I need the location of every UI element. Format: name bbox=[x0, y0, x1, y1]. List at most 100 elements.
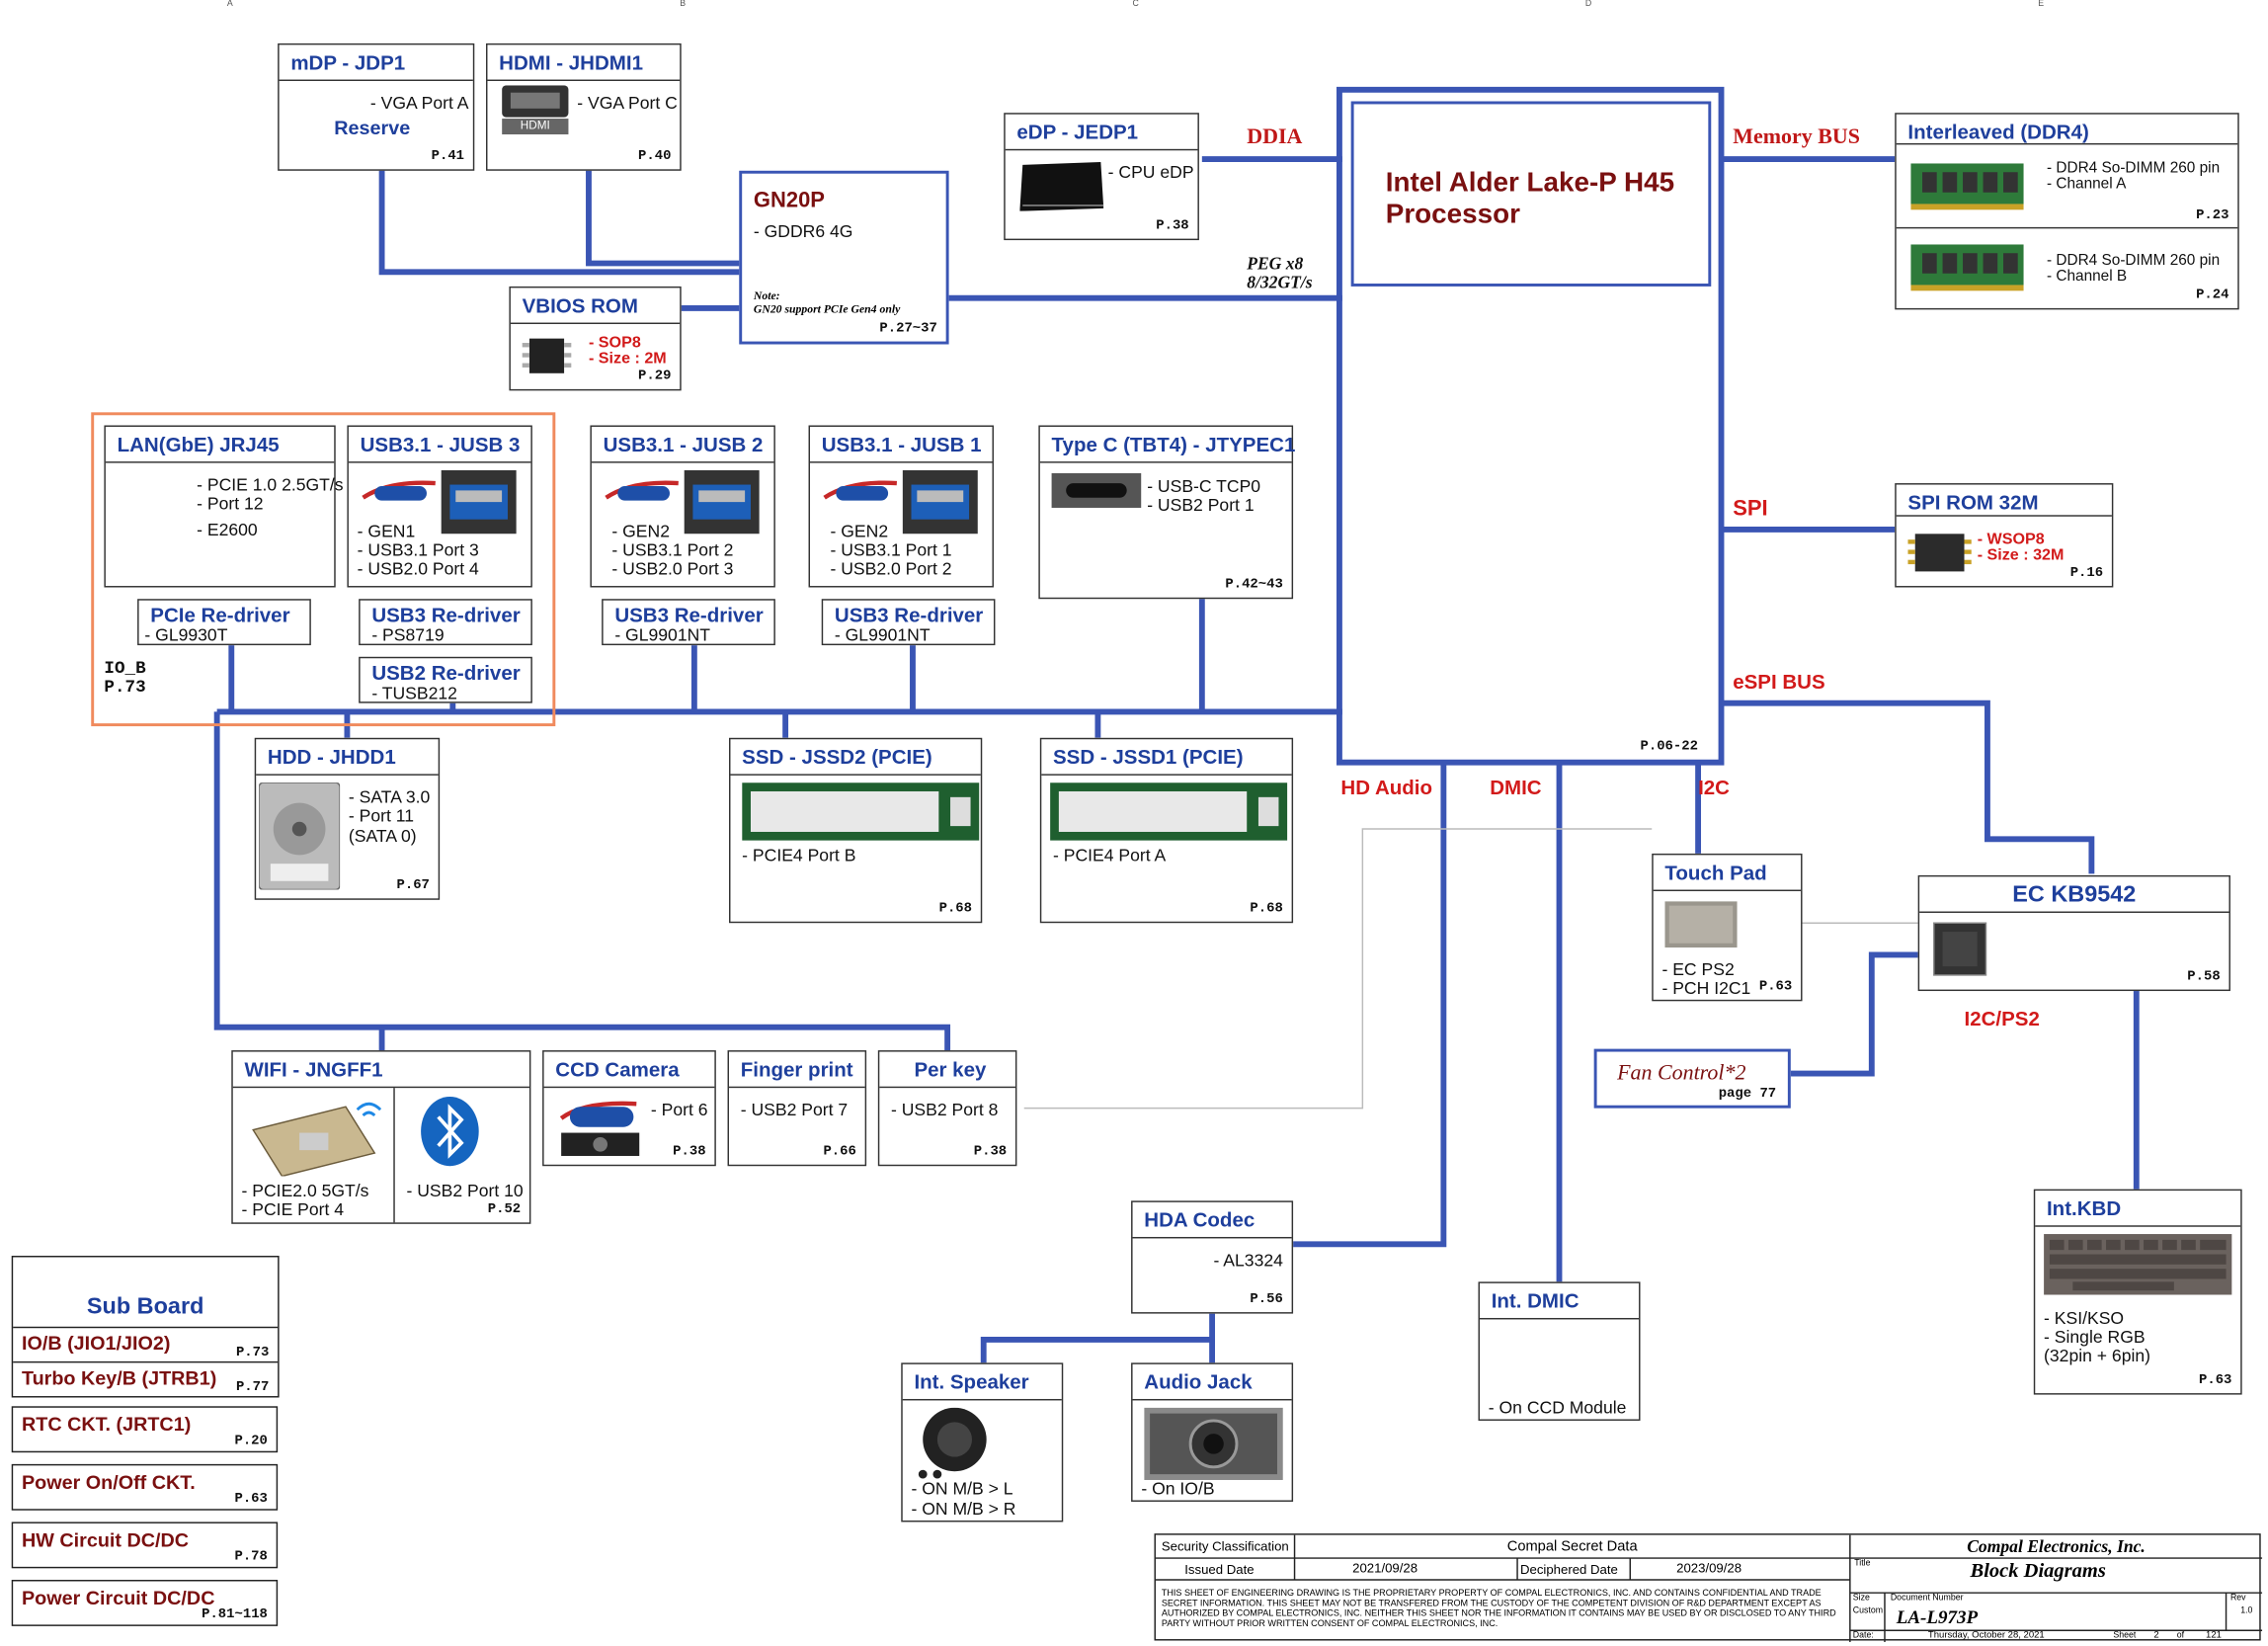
usb3-redriver-a-title: USB3 Re-driver bbox=[371, 603, 521, 627]
tb-sheet-label: Sheet bbox=[2113, 1631, 2137, 1641]
jusb1-line1: - GEN2 bbox=[830, 521, 889, 541]
dmic-title: Int. DMIC bbox=[1479, 1283, 1640, 1320]
aux-power-onoff-name: Power On/Off CKT. bbox=[21, 1471, 196, 1494]
ec-chip-image bbox=[1931, 920, 1989, 985]
tb-title-value: Block Diagrams bbox=[1970, 1560, 2106, 1583]
bus-peg-1: PEG x8 bbox=[1247, 253, 1304, 274]
typec-port-image bbox=[1051, 472, 1142, 515]
title-block-grid bbox=[1155, 1534, 2263, 1642]
jusb1-title: USB3.1 - JUSB 1 bbox=[810, 427, 993, 463]
ruler-col-e: E bbox=[2038, 0, 2045, 9]
ssd2-box: SSD - JSSD2 (PCIE) - PCIE4 Port B P.68 bbox=[729, 737, 983, 924]
jusb3-box: USB3.1 - JUSB 3 - GEN1 - USB3.1 Port 3 -… bbox=[347, 425, 532, 588]
tb-sec-value: Compal Secret Data bbox=[1506, 1539, 1638, 1556]
mdp-box: mDP - JDP1 - VGA Port A Reserve P.41 bbox=[278, 42, 475, 171]
ruler-col-d: D bbox=[1584, 0, 1592, 9]
mdp-title: mDP - JDP1 bbox=[279, 44, 473, 82]
jusb1-box: USB3.1 - JUSB 1 - GEN2 - USB3.1 Port 1 -… bbox=[808, 425, 994, 588]
finger-line1: - USB2 Port 7 bbox=[740, 1099, 849, 1120]
tb-legal: THIS SHEET OF ENGINEERING DRAWING IS THE… bbox=[1161, 1588, 1836, 1629]
spirom-line1: - WSOP8 bbox=[1977, 531, 2045, 548]
aux-power-dcdc-name: Power Circuit DC/DC bbox=[21, 1587, 215, 1609]
hda-page: P.56 bbox=[1250, 1290, 1283, 1307]
typec-page: P.42~43 bbox=[1225, 575, 1283, 592]
subboard-row-2: Turbo Key/B (JTRB1) P.77 bbox=[13, 1360, 279, 1398]
lan-line2: - Port 12 bbox=[197, 493, 264, 514]
ssd2-title: SSD - JSSD2 (PCIE) bbox=[730, 739, 981, 776]
spirom-page: P.16 bbox=[2069, 564, 2104, 581]
subboard-title: Sub Board bbox=[86, 1294, 204, 1320]
wifi-divider bbox=[393, 1088, 395, 1223]
spirom-title: SPI ROM 32M bbox=[1896, 485, 2112, 517]
ssd1-image bbox=[1050, 782, 1288, 848]
ssd1-box: SSD - JSSD1 (PCIE) - PCIE4 Port A P.68 bbox=[1039, 737, 1294, 924]
vbios-line2: - Size : 2M bbox=[588, 350, 667, 368]
iob-page: P.73 bbox=[104, 677, 146, 698]
edp-page: P.38 bbox=[1156, 216, 1189, 233]
vbios-page: P.29 bbox=[638, 367, 672, 384]
jusb1-port-image bbox=[902, 469, 978, 541]
kbd-line3: (32pin + 6pin) bbox=[2044, 1345, 2151, 1366]
fan-page: page 77 bbox=[1718, 1085, 1777, 1102]
edp-line1: - CPU eDP bbox=[1107, 162, 1194, 183]
speaker-line1: - ON M/B > L bbox=[911, 1478, 1013, 1500]
touchpad-line2: - PCH I2C1 bbox=[1661, 977, 1751, 999]
ddr-divider-top bbox=[1896, 142, 2238, 145]
edp-title: eDP - JEDP1 bbox=[1005, 115, 1198, 151]
jack-image bbox=[1144, 1407, 1283, 1488]
cpu-page: P.06-22 bbox=[1640, 737, 1698, 754]
dmic-box: Int. DMIC - On CCD Module bbox=[1478, 1281, 1641, 1421]
tb-company: Compal Electronics, Inc. bbox=[1967, 1536, 2146, 1557]
hda-box: HDA Codec - AL3324 P.56 bbox=[1131, 1200, 1294, 1314]
tb-docnum-label: Document Number bbox=[1890, 1594, 1964, 1604]
lan-line1: - PCIE 1.0 2.5GT/s bbox=[197, 474, 344, 495]
vbios-chip-image bbox=[522, 334, 572, 384]
ddr-box: Interleaved (DDR4) - DDR4 So-DIMM 260 pi… bbox=[1895, 113, 2239, 310]
touchpad-line1: - EC PS2 bbox=[1661, 958, 1735, 980]
tb-deciph-label: Deciphered Date bbox=[1519, 1562, 1618, 1578]
gn20p-box: GN20P - GDDR6 4G Note: GN20 support PCIe… bbox=[739, 170, 949, 345]
touchpad-title: Touch Pad bbox=[1653, 855, 1802, 892]
jusb2-box: USB3.1 - JUSB 2 - GEN2 - USB3.1 Port 2 -… bbox=[590, 425, 775, 588]
ccd-box: CCD Camera - Port 6 P.38 bbox=[542, 1050, 716, 1167]
wifi-card-image bbox=[244, 1095, 383, 1183]
aux-hw-dcdc-page: P.78 bbox=[234, 1547, 268, 1564]
jusb3-line1: - GEN1 bbox=[357, 521, 416, 541]
kbd-image bbox=[2044, 1234, 2232, 1302]
tb-size-label: Size bbox=[1852, 1594, 1870, 1604]
tb-issued-label: Issued Date bbox=[1184, 1562, 1255, 1578]
jusb1-line2: - USB3.1 Port 1 bbox=[830, 539, 952, 560]
bus-ddia: DDIA bbox=[1247, 125, 1303, 149]
gn20p-line1: - GDDR6 4G bbox=[753, 221, 853, 242]
perkey-title: Per key bbox=[879, 1052, 1015, 1089]
tb-deciph-value: 2023/09/28 bbox=[1676, 1560, 1742, 1576]
tb-rev-value: 1.0 bbox=[2240, 1606, 2253, 1616]
wifi-page: P.52 bbox=[487, 1200, 522, 1217]
jusb1-usb-logo bbox=[822, 477, 900, 514]
usb3-redriver-b-title: USB3 Re-driver bbox=[614, 603, 764, 627]
kbd-line1: - KSI/KSO bbox=[2044, 1307, 2125, 1329]
aux-rtc-page: P.20 bbox=[234, 1432, 268, 1448]
bus-memory: Memory BUS bbox=[1733, 125, 1860, 149]
bus-dmic: DMIC bbox=[1490, 775, 1542, 799]
aux-rtc-name: RTC CKT. (JRTC1) bbox=[21, 1413, 192, 1436]
lan-box: LAN(GbE) JRJ45 - PCIE 1.0 2.5GT/s - Port… bbox=[104, 425, 344, 588]
ddr-b-line2: - Channel B bbox=[2046, 267, 2128, 286]
speaker-box: Int. Speaker - ON M/B > L - ON M/B > R bbox=[901, 1362, 1064, 1523]
hdmi-logo-text: HDMI bbox=[520, 119, 550, 132]
typec-line2: - USB2 Port 1 bbox=[1147, 494, 1255, 516]
bus-i2c-ps2: I2C/PS2 bbox=[1964, 1007, 2040, 1030]
tb-sec-label: Security Classification bbox=[1161, 1539, 1289, 1554]
lan-title: LAN(GbE) JRJ45 bbox=[105, 427, 335, 463]
bus-i2c: I2C bbox=[1698, 775, 1731, 799]
bus-hd-audio: HD Audio bbox=[1340, 775, 1433, 799]
usb2-redriver-line1: - TUSB212 bbox=[371, 683, 457, 703]
aux-power-dcdc-page: P.81~118 bbox=[202, 1605, 268, 1622]
finger-page: P.66 bbox=[823, 1142, 856, 1159]
kbd-box: Int.KBD - KSI/KSO - Single RGB (32pin + … bbox=[2033, 1189, 2242, 1395]
usb3-redriver-b-line1: - GL9901NT bbox=[614, 624, 711, 646]
finger-box: Finger print - USB2 Port 7 P.66 bbox=[727, 1050, 867, 1167]
tb-title-label: Title bbox=[1854, 1559, 1871, 1569]
jusb2-usb-logo bbox=[604, 477, 682, 514]
